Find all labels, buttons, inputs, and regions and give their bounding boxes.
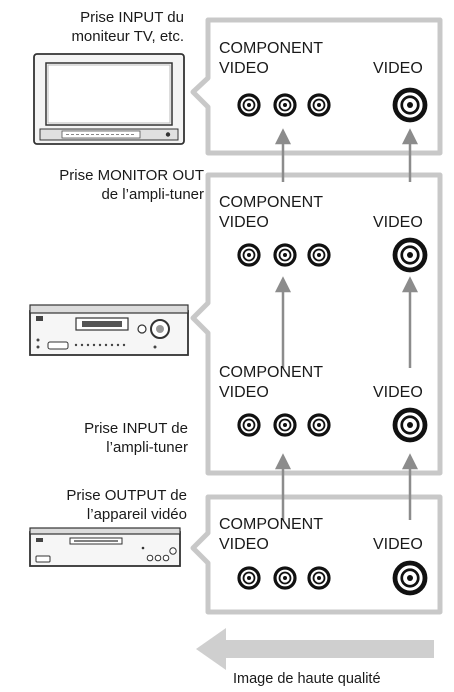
- component-label-line2: VIDEO: [219, 60, 269, 77]
- component-video-jack: [307, 243, 331, 267]
- component-video-jack: [273, 93, 297, 117]
- component-video-jack: [273, 243, 297, 267]
- amp-input-label-line2: l’ampli-tuner: [106, 439, 188, 456]
- component-label-line2: VIDEO: [219, 536, 269, 553]
- tv-input-label: Prise INPUT du moniteur TV, etc.: [71, 8, 184, 46]
- tv-panel-frame: [190, 17, 443, 156]
- panel-tv-video-label: VIDEO: [373, 60, 423, 77]
- composite-video-jack: [392, 237, 428, 273]
- panel-amp-out-video-label: VIDEO: [373, 214, 423, 231]
- arrow-head-up: [274, 128, 292, 145]
- amp-monitor-out-line2: de l’ampli-tuner: [101, 186, 204, 203]
- arrow-head-up: [401, 453, 419, 470]
- composite-video-jack: [392, 407, 428, 443]
- amp-monitor-out-line1: Prise MONITOR OUT: [59, 167, 204, 184]
- component-label-line2: VIDEO: [219, 214, 269, 231]
- component-video-jack: [237, 93, 261, 117]
- tv-monitor-icon: [33, 53, 185, 145]
- player-panel-frame: [190, 494, 443, 615]
- component-video-jack: [307, 413, 331, 437]
- component-label-line1: COMPONENT: [219, 516, 323, 533]
- amp-input-label-line1: Prise INPUT de: [84, 420, 188, 437]
- panel-player-video-label: VIDEO: [373, 536, 423, 553]
- arrow-head-up: [401, 276, 419, 293]
- arrow-head-up: [401, 128, 419, 145]
- component-video-jack: [273, 413, 297, 437]
- flow-caption: Image de haute qualité: [233, 671, 381, 687]
- component-video-jack: [307, 566, 331, 590]
- amp-panel-frame: [190, 172, 443, 476]
- video-output-label-line2: l’appareil vidéo: [86, 506, 187, 523]
- component-video-jack: [307, 93, 331, 117]
- tv-input-label-line2: moniteur TV, etc.: [71, 28, 184, 45]
- arrow-head-up: [274, 276, 292, 293]
- tv-input-label-line1: Prise INPUT du: [80, 9, 184, 26]
- component-video-jack: [273, 566, 297, 590]
- composite-video-jack: [392, 560, 428, 596]
- video-output-label-line1: Prise OUTPUT de: [66, 487, 187, 504]
- quality-flow-arrow: [196, 628, 434, 670]
- amplifier-tuner-icon: [29, 304, 189, 356]
- component-video-jack: [237, 413, 261, 437]
- panel-amp-in-video-label: VIDEO: [373, 384, 423, 401]
- video-output-label: Prise OUTPUT de l’appareil vidéo: [66, 486, 187, 524]
- amp-monitor-out-label: Prise MONITOR OUT de l’ampli-tuner: [59, 166, 204, 204]
- video-player-icon: [29, 527, 181, 567]
- amp-input-label: Prise INPUT de l’ampli-tuner: [84, 419, 188, 457]
- component-label-line1: COMPONENT: [219, 364, 323, 381]
- composite-video-jack: [392, 87, 428, 123]
- component-video-jack: [237, 566, 261, 590]
- panel-amp-out-component-label: COMPONENT VIDEO: [219, 193, 323, 233]
- panel-amp-in-component-label: COMPONENT VIDEO: [219, 363, 323, 403]
- component-video-jack: [237, 243, 261, 267]
- panel-tv-component-label: COMPONENT VIDEO: [219, 39, 323, 79]
- component-label-line2: VIDEO: [219, 384, 269, 401]
- component-label-line1: COMPONENT: [219, 194, 323, 211]
- component-label-line1: COMPONENT: [219, 40, 323, 57]
- arrow-head-up: [274, 453, 292, 470]
- panel-player-component-label: COMPONENT VIDEO: [219, 515, 323, 555]
